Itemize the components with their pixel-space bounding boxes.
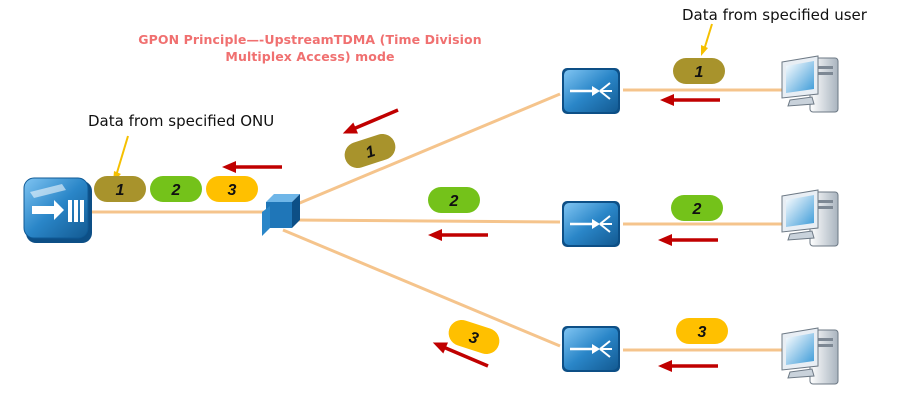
frame-3-on-branch: 3 [448,319,500,355]
frame-2-on-branch: 2 [428,187,480,213]
upstream-arrow-branch-1 [338,102,403,141]
frame-3-at-olt: 3 [206,176,258,202]
frame-3-at-user: 3 [676,318,728,344]
user-data-annotation: Data from specified user [682,6,867,24]
user-computer-icon [781,189,839,247]
onu-device-icon [562,68,620,114]
frame-1-at-user: 1 [673,58,725,84]
user-computer-icon [781,55,839,113]
frame-label: 1 [695,64,704,81]
diagram-subtitle: Multiplex Access) mode [225,49,395,64]
fiber-splitter-onu-2 [291,218,561,224]
callout-lines [113,23,713,182]
frame-label: 3 [228,182,237,199]
frame-label: 1 [116,182,125,199]
fiber-splitter-onu-1 [282,92,561,212]
upstream-arrow-user-1 [658,92,722,108]
user-computer-icon [781,327,839,385]
olt-device-icon [23,177,92,243]
frame-label: 2 [171,182,181,199]
fiber-splitter-onu-3 [282,228,561,348]
upstream-arrow-olt [220,159,284,175]
upstream-arrow-user-3 [656,358,720,374]
frame-2-at-olt: 2 [150,176,202,202]
onu-device-icon [562,326,620,372]
frame-label: 2 [449,193,459,210]
upstream-arrow-user-2 [656,232,720,248]
frame-1-at-olt: 1 [94,176,146,202]
optical-splitter-icon [262,194,300,236]
fiber-links [88,88,783,352]
frame-1-on-branch: 1 [344,133,396,169]
callout-user-line [703,23,713,51]
onu-device-icon [562,201,620,247]
frame-label: 3 [698,324,707,341]
callout-onu-line [115,135,129,177]
frame-label: 2 [692,201,702,218]
frame-2-at-user: 2 [671,195,723,221]
diagram-title: GPON Principle—-UpstreamTDMA (Time Divis… [138,32,482,47]
upstream-arrow-branch-2 [426,227,490,243]
onu-data-annotation: Data from specified ONU [88,112,275,130]
